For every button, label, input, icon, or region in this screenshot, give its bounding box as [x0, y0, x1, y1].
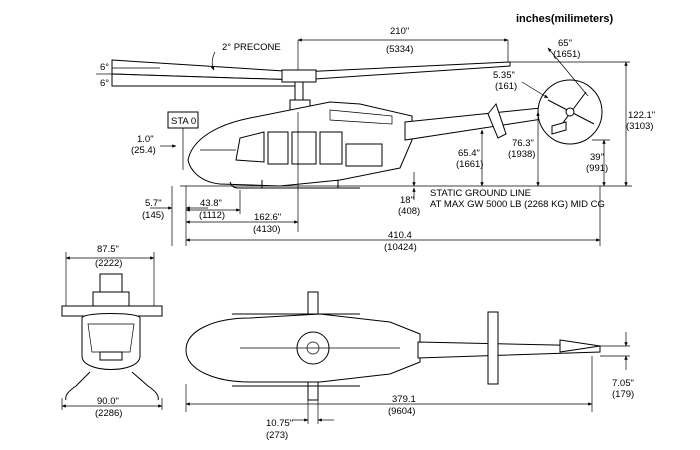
tail-hub-height-mm: (1938) [508, 149, 535, 160]
top-view: 7.05" (179) 379.1 (9604) 10.75" (273) [185, 291, 634, 441]
overall-height-mm: (3103) [626, 121, 653, 132]
skid-front-in: 43.8" [200, 198, 222, 209]
tail-width-mm: (179) [612, 389, 634, 400]
angle-bottom-label: 6° [100, 78, 109, 89]
angle-top-label: 6° [100, 62, 109, 73]
vertical-fin [487, 102, 507, 139]
tail-fin-top [559, 339, 601, 353]
skid-clearance-in: 18" [400, 195, 414, 206]
rotor-width-mm: (2222) [95, 258, 122, 269]
tail-rotor-dia-in: 65" [558, 38, 572, 49]
front-engine [92, 291, 130, 307]
rotor-diameter-mm: (5334) [386, 44, 413, 55]
front-mast [99, 273, 123, 293]
sta-label: STA 0 [171, 116, 196, 127]
nose-skid-in: 5.7" [145, 198, 162, 209]
blade-width-mm: (273) [266, 430, 288, 441]
window-door-1 [267, 131, 289, 165]
horizontal-stabilizer [487, 311, 499, 385]
overall-length-in: 410.4 [388, 230, 412, 241]
skid-mast-in: 162.6" [254, 212, 281, 223]
tail-width-in: 7.05" [612, 378, 634, 389]
side-view: 6° 6° 2° PRECONE 210" (5334) [96, 26, 655, 253]
skid-mast-mm: (4130) [253, 224, 280, 235]
nose-offset-mm: (25.4) [131, 145, 156, 156]
overall-length-mm: (10424) [384, 242, 417, 253]
precone-label: 2° PRECONE [222, 42, 281, 53]
nose-offset-in: 1.0" [137, 134, 154, 145]
skid-width-in: 90.0" [97, 396, 119, 407]
front-fuselage [81, 313, 141, 370]
window-door-3 [319, 131, 343, 165]
units-title: inches(milimeters) [516, 13, 614, 25]
skid-front-mm: (1112) [199, 210, 225, 221]
window-door-2 [291, 131, 317, 165]
rotor-width-in: 87.5" [97, 244, 119, 255]
tail-offset-mm: (161) [495, 81, 517, 92]
tail-hub-height-in: 76.3" [512, 138, 534, 149]
rear-panel [345, 143, 383, 167]
engine-cowling [329, 109, 393, 125]
tail-offset-in: 5.35" [493, 70, 515, 81]
tail-rotor-dia-mm: (1651) [553, 49, 580, 60]
fuselage-length-in: 379.1 [392, 394, 416, 405]
blade-width-in: 10.75" [266, 418, 293, 429]
tail-boom-top [417, 341, 601, 359]
rotor-hub [281, 69, 317, 83]
skid-clearance-mm: (408) [398, 206, 420, 217]
skid-width-mm: (2286) [95, 408, 122, 419]
mast [294, 81, 304, 101]
fin-height-in: 39" [590, 152, 604, 163]
boom-height-in: 65.4" [458, 148, 480, 159]
tail-rotor-hub [565, 107, 575, 117]
window-front [235, 131, 265, 163]
front-windshield [87, 323, 135, 353]
front-view: 87.5" (2222) 90.0" (2286) [61, 244, 163, 419]
fuselage-length-mm: (9604) [388, 406, 415, 417]
tail-skid [551, 121, 567, 135]
rotor-diameter-in: 210" [390, 26, 409, 37]
front-skid-left [65, 371, 91, 401]
nose-skid-mm: (145) [142, 210, 164, 221]
boom-height-mm: (1661) [456, 159, 483, 170]
front-skid-right [131, 371, 159, 401]
overall-height-in: 122.1" [628, 110, 655, 121]
main-rotor-blade-right [299, 61, 511, 81]
ground-line-label-1: STATIC GROUND LINE [430, 188, 531, 199]
fin-height-mm: (991) [586, 163, 608, 174]
ground-line-label-2: AT MAX GW 5000 LB (2268 KG) MID CG [430, 199, 605, 210]
